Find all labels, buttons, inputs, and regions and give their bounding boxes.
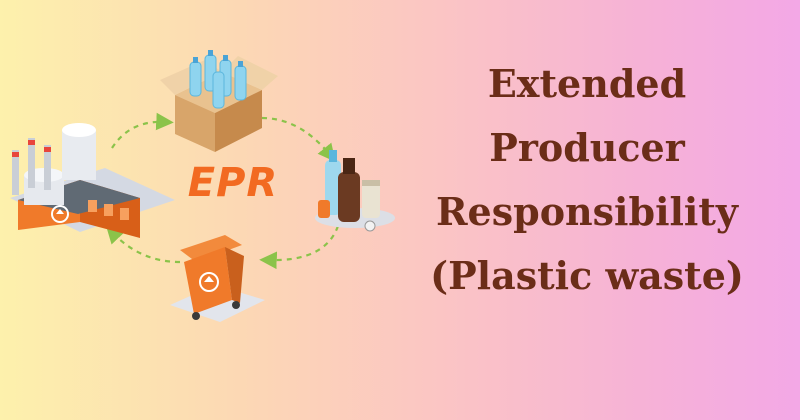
recycle-bin-icon xyxy=(170,235,265,322)
arrow-factory-to-box xyxy=(111,112,174,149)
title-line-3: Responsibility xyxy=(435,189,739,234)
cycle-arrows xyxy=(105,112,340,270)
packaging-waste-icon xyxy=(315,150,395,232)
page-title: Extended Producer Responsibility (Plasti… xyxy=(392,52,782,308)
title-line-4: (Plastic waste) xyxy=(430,253,744,298)
epr-cycle-illustration xyxy=(10,50,395,322)
title-line-2: Producer xyxy=(489,125,685,170)
recycle-symbol-icon xyxy=(51,205,69,223)
arrow-box-to-waste xyxy=(261,116,336,162)
epr-badge-text: EPR xyxy=(187,160,279,206)
bottle-box-icon xyxy=(160,50,278,152)
factory-icon xyxy=(10,123,175,238)
title-line-1: Extended xyxy=(487,61,687,106)
arrow-waste-to-bin xyxy=(259,225,340,270)
arrow-bin-to-factory xyxy=(105,225,181,264)
